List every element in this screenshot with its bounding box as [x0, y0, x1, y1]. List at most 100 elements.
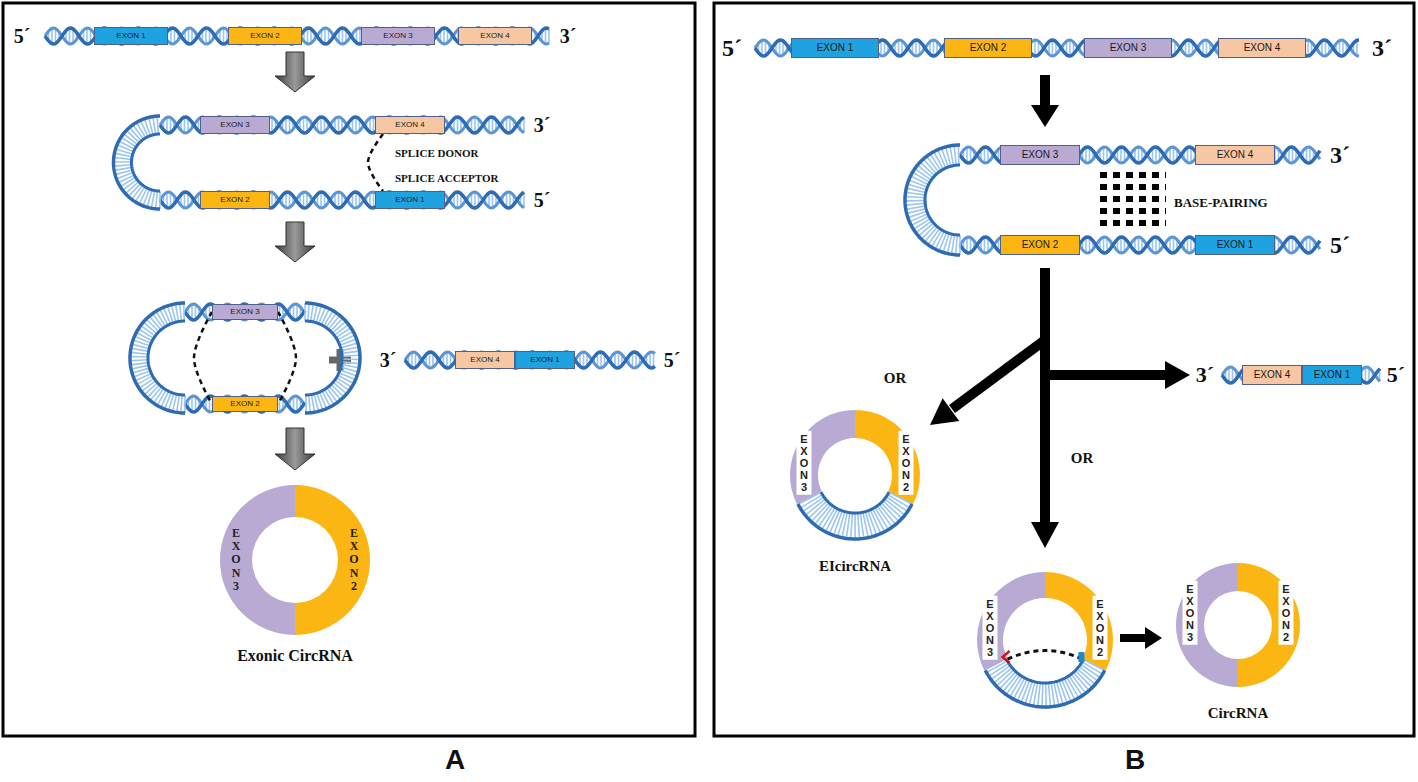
exon-segment — [1045, 572, 1113, 671]
exon-box: EXON 2 — [200, 191, 270, 209]
helix-rung — [474, 192, 476, 208]
text-holder: 3´ — [1372, 35, 1392, 61]
exon-label: EXON 3 — [1183, 581, 1198, 645]
helix-rung — [905, 200, 925, 202]
helix-rung — [69, 28, 71, 44]
helix-rung — [305, 395, 307, 413]
annotation: 3´ — [560, 25, 577, 47]
annotation: 5´ — [1330, 232, 1350, 258]
helix-strand — [925, 165, 960, 235]
helix-rung — [342, 28, 344, 44]
splice-connector — [278, 312, 296, 404]
annotation: 3´ — [1330, 142, 1350, 168]
helix-rung — [115, 170, 132, 175]
annotation: OR — [884, 370, 907, 387]
text-holder: OR — [1071, 450, 1094, 467]
helix-rung — [209, 304, 211, 320]
exon-box: EXON 3 — [1084, 38, 1172, 58]
step-arrow — [1031, 105, 1059, 127]
text-holder: OR — [884, 370, 907, 387]
text-holder: 5´ — [1387, 363, 1405, 387]
exon-box: EXON 3 — [1000, 145, 1080, 165]
exon-label: EXON 4 — [1244, 43, 1281, 53]
helix-rung — [130, 352, 148, 354]
helix-rung — [143, 189, 150, 206]
exon-box: EXON 3 — [212, 304, 278, 320]
step-arrow — [1120, 634, 1146, 642]
exon-label: EXON 4 — [470, 356, 499, 364]
exon-label: EXON 3 — [230, 308, 259, 316]
circrna-ring: EXON 3EXON 2Exonic CircRNA — [220, 485, 370, 635]
exon-label: EXON 1 — [530, 356, 559, 364]
exon-box: EXON 4 — [458, 27, 532, 45]
helix-rung — [907, 184, 926, 190]
helix-rung — [183, 303, 185, 321]
helix-rung — [149, 117, 153, 134]
helix-strand — [1007, 660, 1084, 683]
helix-rung — [355, 192, 357, 208]
exon-box: EXON 1 — [1302, 365, 1362, 385]
exon-label: EXON 3 — [1022, 150, 1059, 160]
helix-rung — [303, 192, 305, 208]
helix-rung — [165, 392, 172, 409]
helix-rung — [114, 157, 132, 159]
helix-rung — [309, 395, 311, 413]
helix-rung — [898, 40, 900, 56]
step-arrow — [275, 52, 315, 92]
circrna-ring: EXON 3EXON 2EIcircRNA — [790, 410, 920, 540]
helix-rung — [548, 29, 550, 43]
helix-rung — [131, 365, 149, 369]
text-holder: 5´ — [722, 35, 742, 61]
helix-rung — [338, 192, 340, 208]
annotation: 5´ — [1387, 363, 1405, 387]
base-pairing-dots — [1100, 172, 1166, 230]
exon-label: EXON 2 — [1279, 581, 1294, 645]
exon-box: EXON 4 — [1195, 145, 1275, 165]
helix-rung — [304, 303, 306, 321]
helix-rung — [118, 175, 134, 183]
text-holder: EXON 3 — [983, 596, 998, 660]
ring-caption: EIcircRNA — [819, 558, 891, 575]
text-holder: B — [1125, 745, 1145, 776]
helix-rung — [860, 513, 864, 539]
helix-rung — [905, 197, 925, 198]
annotation: OR — [1071, 450, 1094, 467]
circrna-ring: EXON 3EXON 2CircRNA — [1176, 563, 1300, 687]
exon-label: EXON 4 — [1254, 370, 1291, 380]
helix-strand — [114, 116, 160, 209]
text-holder: A — [445, 745, 465, 776]
helix-rung — [180, 303, 182, 321]
helix-rung — [114, 161, 132, 163]
helix-rung — [342, 358, 360, 360]
exon-box: EXON 1 — [1195, 235, 1275, 255]
text-holder: Exonic CircRNA — [237, 647, 353, 665]
exon-box: EXON 2 — [228, 27, 302, 45]
exon-box: EXON 4 — [375, 116, 445, 134]
helix-rung — [858, 513, 860, 539]
helix-rung — [314, 394, 318, 411]
text-holder: CircRNA — [1208, 705, 1269, 722]
text-holder: 5´ — [664, 349, 681, 371]
annotation: 5´ — [722, 35, 742, 61]
exon-segment — [220, 485, 295, 635]
branch-arrow — [930, 398, 959, 425]
helix-rung — [959, 235, 961, 255]
helix-rung — [156, 191, 158, 209]
splice-junction — [1008, 651, 1083, 659]
exon-label: EXON 2 — [220, 196, 249, 204]
exon-label: EXON 2 — [230, 400, 259, 408]
helix-rung — [319, 307, 326, 324]
helix-rung — [1173, 237, 1175, 253]
helix-strand — [821, 492, 889, 513]
helix-rung — [307, 28, 309, 44]
helix-rung — [311, 394, 314, 412]
helix-rung — [1045, 683, 1047, 707]
helix-rung — [338, 117, 340, 133]
helix-rung — [1155, 237, 1157, 253]
exon-label: EXON 2 — [250, 32, 279, 40]
helix-rung — [181, 395, 182, 413]
text-holder: EXON 3 — [230, 527, 242, 593]
helix-rung — [311, 304, 314, 322]
helix-rung — [906, 192, 926, 195]
helix-rung — [140, 120, 148, 136]
